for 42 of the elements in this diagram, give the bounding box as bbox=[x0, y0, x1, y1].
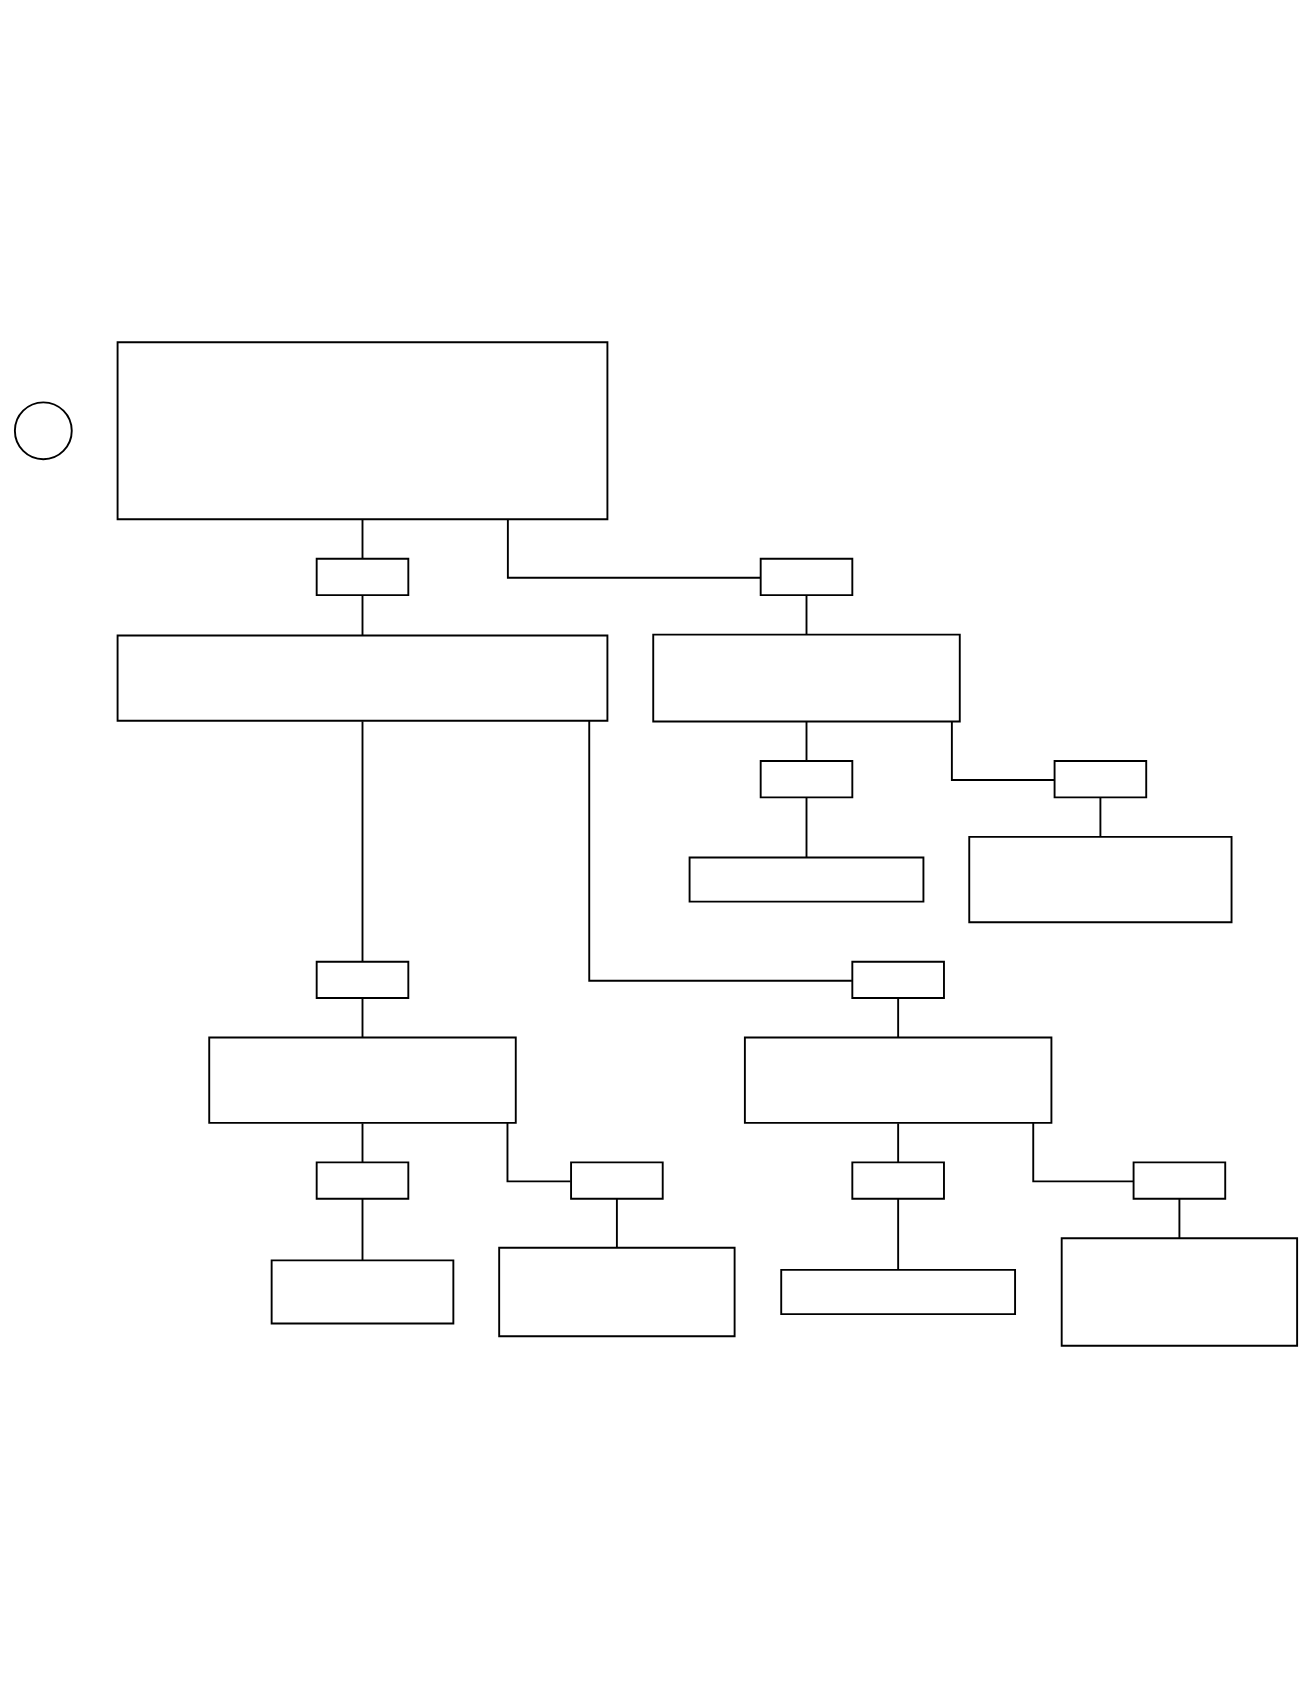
node-box bbox=[208, 1036, 517, 1124]
node-box bbox=[851, 1160, 945, 1200]
connector bbox=[361, 518, 364, 560]
connector bbox=[897, 1197, 900, 1271]
node-box bbox=[315, 1160, 410, 1200]
connector bbox=[805, 594, 808, 635]
node-box bbox=[851, 960, 945, 999]
node-box bbox=[315, 557, 410, 596]
connector bbox=[361, 719, 364, 962]
node-box bbox=[498, 1246, 736, 1337]
connector bbox=[1178, 1197, 1181, 1239]
connector bbox=[615, 1197, 618, 1248]
node-box bbox=[270, 1258, 455, 1324]
connector bbox=[805, 720, 808, 762]
connector bbox=[897, 1121, 900, 1163]
connector bbox=[897, 996, 900, 1038]
connector bbox=[506, 1121, 572, 1182]
node-box bbox=[1132, 1160, 1227, 1200]
node-box bbox=[652, 633, 961, 722]
node-box bbox=[780, 1268, 1017, 1315]
node-circle bbox=[13, 400, 73, 460]
node-box bbox=[1060, 1236, 1299, 1347]
connector bbox=[805, 796, 808, 858]
node-box bbox=[688, 855, 925, 903]
node-box bbox=[968, 835, 1233, 923]
connector bbox=[588, 719, 853, 982]
connector bbox=[1099, 796, 1102, 838]
connector bbox=[361, 1197, 364, 1261]
node-box bbox=[570, 1160, 664, 1200]
node-box bbox=[116, 340, 609, 520]
node-box bbox=[743, 1036, 1053, 1124]
connector bbox=[361, 1121, 364, 1163]
node-box bbox=[759, 759, 854, 798]
node-box bbox=[1053, 759, 1148, 798]
connector bbox=[361, 996, 364, 1038]
connector bbox=[1032, 1121, 1135, 1182]
node-box bbox=[759, 557, 854, 596]
node-box bbox=[315, 960, 410, 999]
node-box bbox=[116, 633, 609, 722]
connector bbox=[361, 594, 364, 636]
connector bbox=[950, 720, 1056, 781]
connector bbox=[506, 518, 762, 579]
